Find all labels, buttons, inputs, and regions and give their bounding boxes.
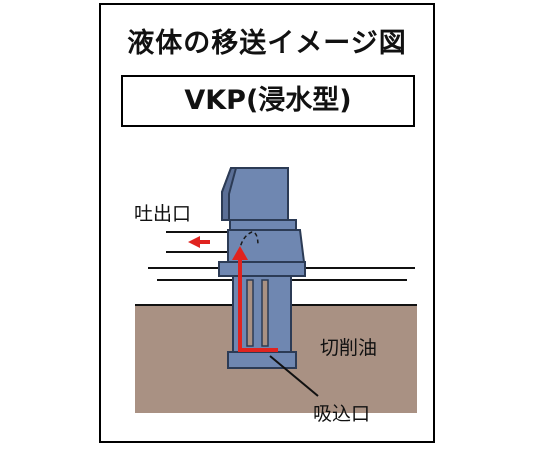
- pump-suction-base: [227, 351, 297, 369]
- column-slot-2: [261, 279, 269, 347]
- discharge-label: 吐出口: [134, 203, 191, 225]
- pump-motor-side: [221, 167, 238, 221]
- pump-flange: [218, 261, 306, 277]
- diagram-title: 液体の移送イメージ図: [127, 28, 407, 59]
- cutting-oil-label: 切削油: [320, 337, 377, 359]
- suction-label: 吸込口: [313, 403, 370, 425]
- pump-connector: [229, 219, 297, 231]
- discharge-arrowhead: [188, 236, 200, 248]
- suction-leader-line: [269, 355, 319, 397]
- flow-path-arrow: [238, 258, 278, 352]
- model-label-box: VKP(浸水型): [121, 75, 415, 127]
- internal-flow-dash: [238, 231, 259, 253]
- column-slot-1: [246, 279, 254, 347]
- flow-path-arrowhead: [232, 246, 248, 260]
